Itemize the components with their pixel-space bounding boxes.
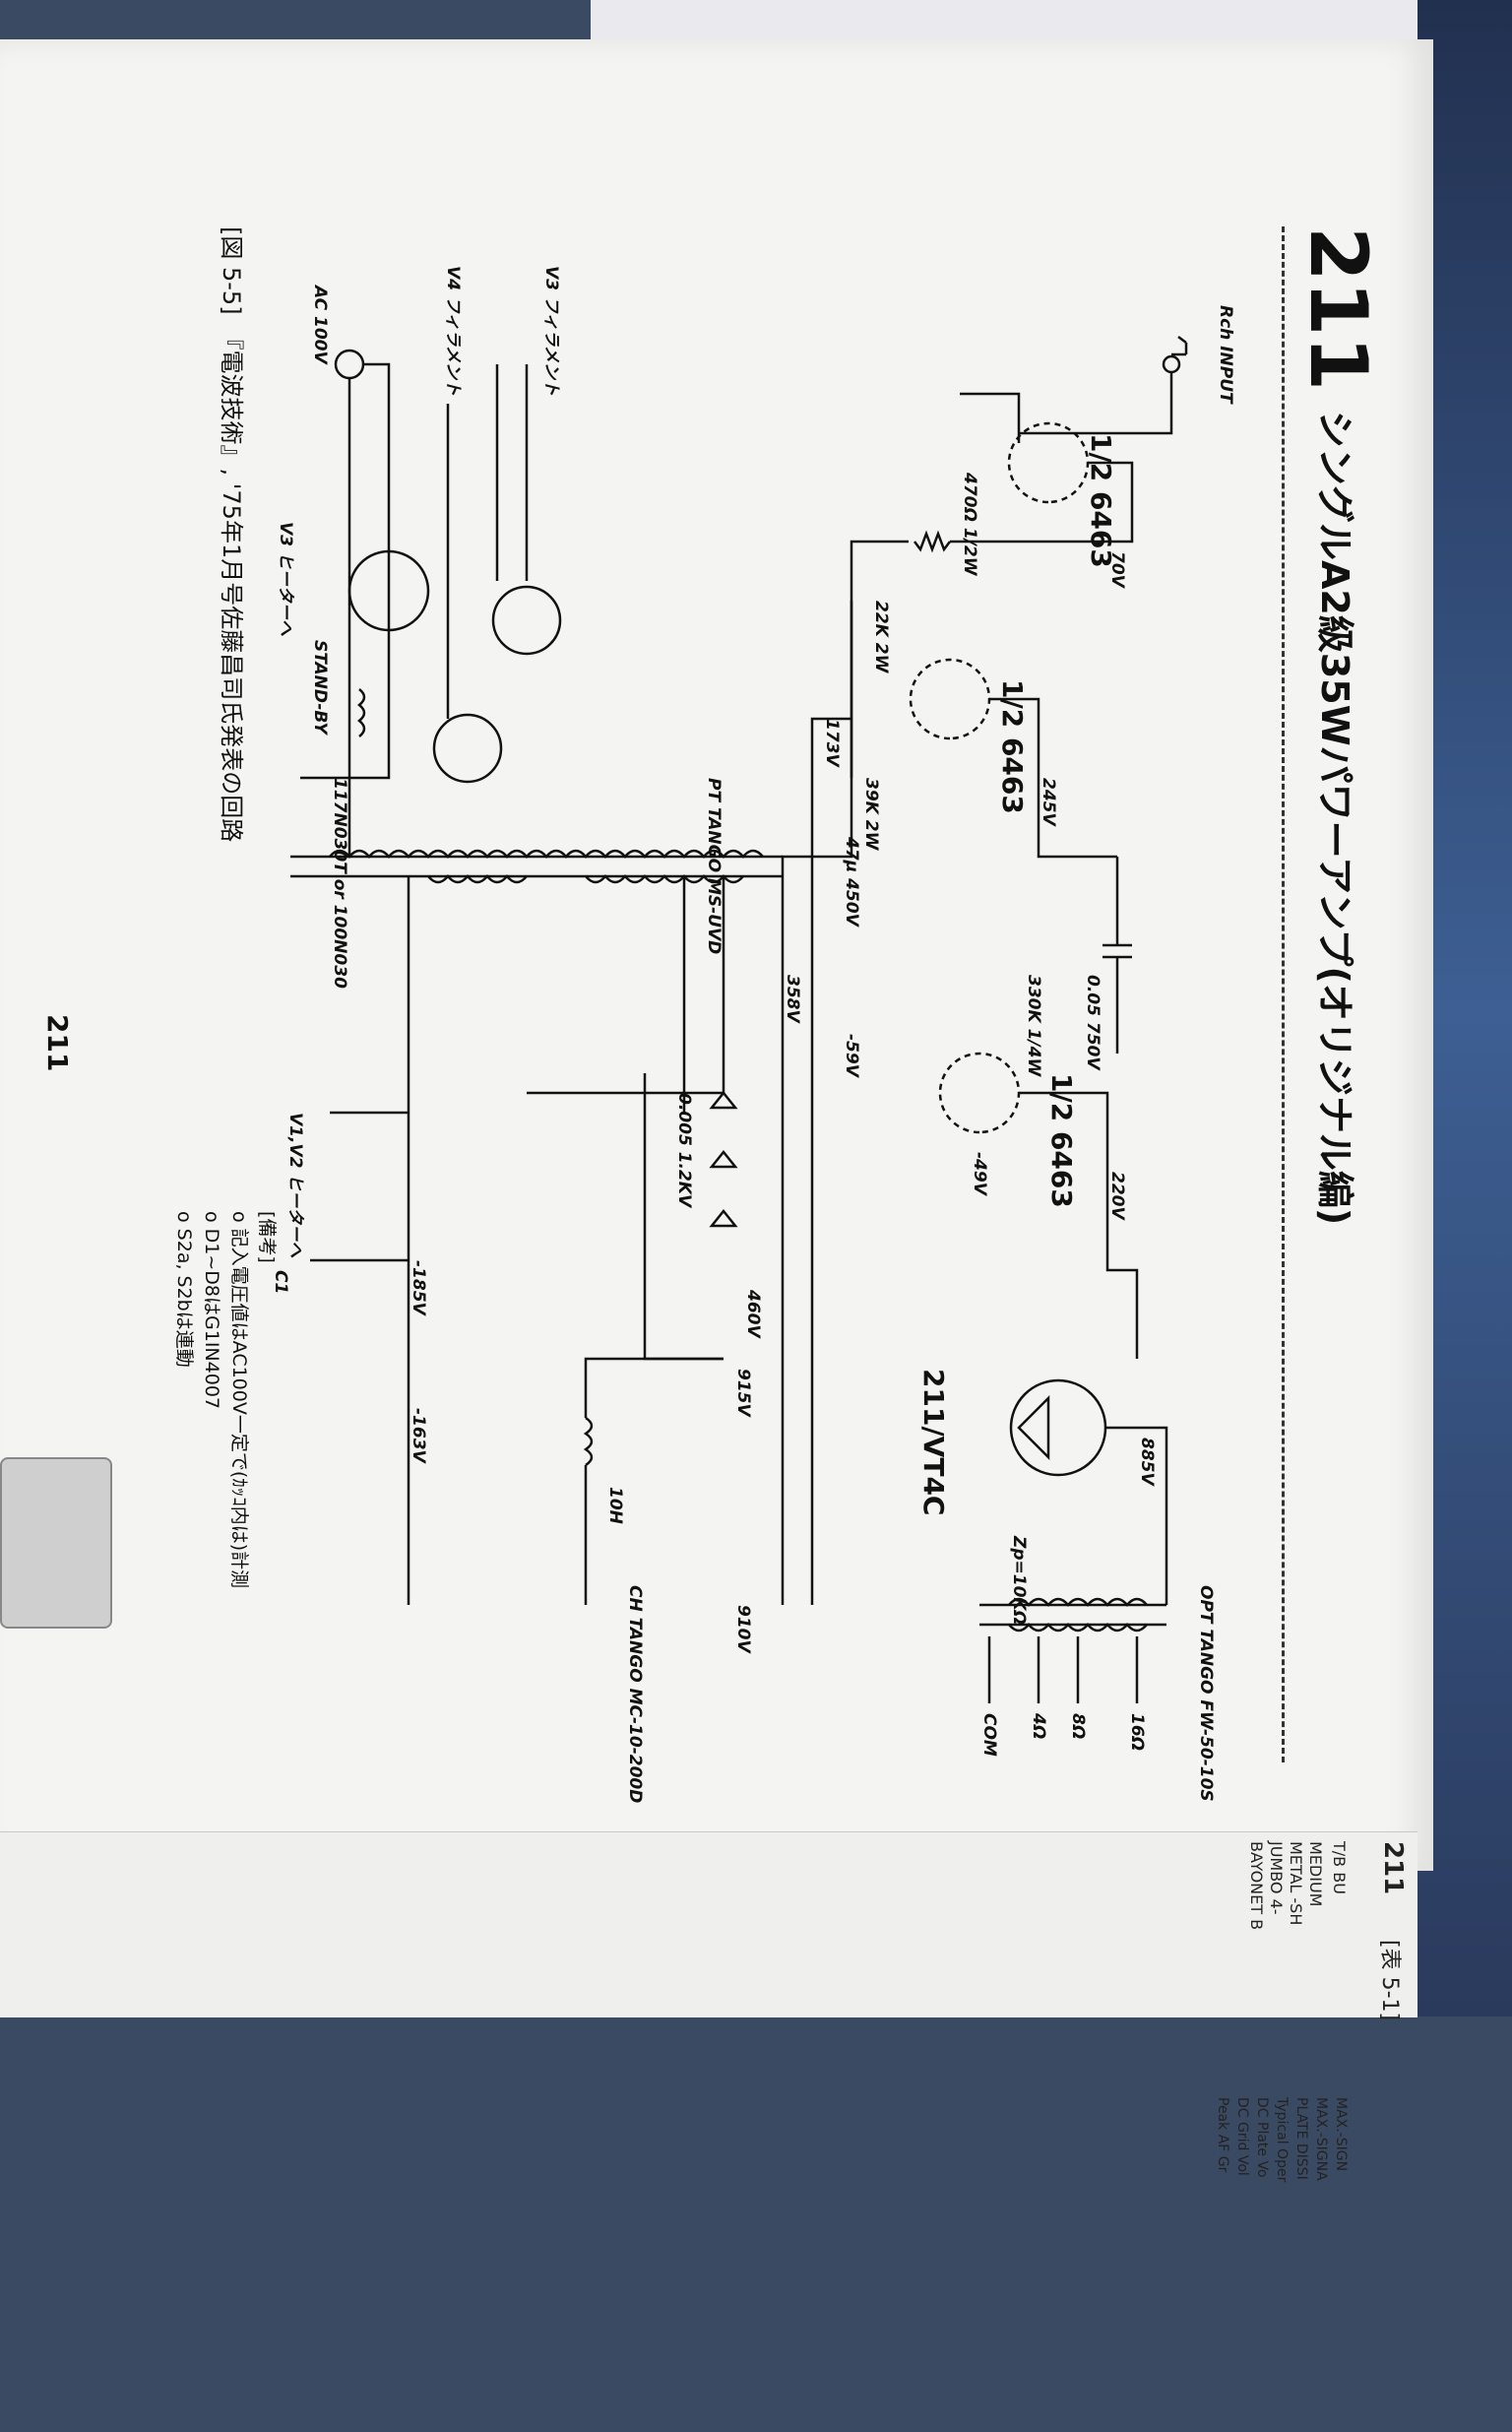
notes-line: o 記入電圧値はAC100V一定で(ｶｯｺ内は)計測: [228, 1211, 250, 1589]
opt-label: OPT TANGO FW-50-10S: [1196, 1585, 1216, 1802]
next-page-line: Peak AF Gr: [1215, 2097, 1230, 2173]
voltage-label: -185V: [409, 1260, 428, 1315]
component-label: 47μ 450V: [842, 837, 861, 927]
component-label: 22K 2W: [871, 601, 891, 673]
voltage-label: 915V: [733, 1369, 753, 1417]
voltage-label: 358V: [783, 975, 802, 1023]
opt-tap: COM: [979, 1713, 999, 1757]
next-page-line: MEDIUM: [1306, 1841, 1325, 1907]
next-page-line: DC Plate Vo: [1254, 2097, 1270, 2178]
title-number: 211: [1292, 226, 1385, 391]
voltage-label: -59V: [842, 1034, 861, 1077]
voltage-label: 460V: [743, 1290, 763, 1338]
next-page-content: 211 [表 5-1] T/B BU MEDIUM METAL -SH JUMB…: [1152, 1841, 1408, 2432]
next-page-line: METAL -SH: [1287, 1841, 1305, 1926]
next-page-line: DC Grid Vol: [1234, 2097, 1250, 2176]
voltage-label: -49V: [970, 1152, 989, 1195]
component-label: 470Ω 1/2W: [960, 473, 979, 576]
component-label: 330K 1/4W: [1024, 975, 1043, 1077]
opt-tap: 4Ω: [1029, 1713, 1048, 1740]
next-page-line: T/B BU: [1330, 1841, 1349, 1894]
book-page: [0, 39, 1433, 1871]
component-label: 39K 2W: [861, 778, 881, 851]
tube-label-v3: 1/2 6463: [1045, 1073, 1078, 1208]
notes-line: o D1~D8はG1IN4007: [201, 1211, 222, 1410]
pt-label: PT TANGO MS-UVD: [704, 778, 724, 955]
rotated-page-content: 211 シングルA2級35Wパワーアンプ(オリジナル編): [5, 226, 1385, 2156]
title-rule: [1282, 226, 1285, 1762]
component-label: 0.05 750V: [1083, 975, 1102, 1070]
choke-label: CH TANGO MC-10-200D: [625, 1585, 645, 1804]
opt-tap: 16Ω: [1127, 1713, 1147, 1752]
schematic-wiring: [290, 336, 1188, 1703]
voltage-label: 245V: [1039, 778, 1058, 826]
component-label: 10H: [605, 1487, 625, 1524]
notes-line: o S2a, S2bは連動: [173, 1211, 195, 1368]
input-label: Rch INPUT: [1216, 305, 1235, 404]
voltage-label: 70V: [1107, 551, 1127, 588]
figure-caption: [図 5-5] 『電波技術』, '75年1月号佐藤昌司氏発表の回路: [218, 226, 245, 843]
next-page-line: BAYONET B: [1247, 1841, 1266, 1931]
standby-label: 117N030T or 100N030: [330, 778, 349, 989]
voltage-label: 885V: [1137, 1438, 1157, 1486]
next-page-header: 211: [1378, 1841, 1408, 1895]
tube-label-v4: 211/VT4C: [917, 1369, 950, 1516]
filament-label: V4 フィラメント: [443, 266, 463, 397]
title-heading: シングルA2級35Wパワーアンプ(オリジナル編): [1313, 411, 1357, 1226]
page-title: 211 シングルA2級35Wパワーアンプ(オリジナル編): [1292, 226, 1385, 1226]
notes-title: [備考]: [256, 1211, 278, 1263]
next-page-line: MAX.-SIGN: [1333, 2097, 1349, 2172]
next-page-line: Typical Oper: [1274, 2097, 1290, 2183]
voltage-label: -163V: [409, 1408, 428, 1463]
next-page-line: JUMBO 4-: [1267, 1841, 1286, 1915]
v3-heater-label: V1,V2 ヒーターへ: [285, 1113, 305, 1258]
voltage-label: 173V: [822, 719, 842, 767]
next-page-line: PLATE DISSI: [1293, 2097, 1309, 2180]
voltage-label: 220V: [1107, 1172, 1127, 1220]
book-edge-top: [591, 0, 1512, 39]
opt-tap: 8Ω: [1068, 1713, 1088, 1740]
tube-label-v2: 1/2 6463: [996, 679, 1029, 814]
notes-block: [備考] o 記入電圧値はAC100V一定で(ｶｯｺ内は)計測 o D1~D8は…: [170, 1211, 281, 1588]
ac-label: AC 100V: [310, 286, 330, 364]
next-page: [0, 1831, 1418, 2017]
next-page-table-label: [表 5-1]: [1377, 1940, 1402, 2021]
tube-label-v1: 1/2 6463: [1085, 433, 1117, 568]
tube-photo: [0, 1457, 112, 1629]
voltage-label: 910V: [733, 1605, 753, 1653]
relay-label: STAND-BY: [310, 640, 330, 735]
thermal-relay-label: V3 ヒーターへ: [276, 522, 295, 636]
zp-label: Zp=10KΩ: [1009, 1536, 1029, 1626]
component-label: 0.005 1.2KV: [674, 1093, 694, 1208]
filament-label: V3 フィラメント: [541, 266, 561, 397]
next-page-line: MAX.-SIGNA: [1313, 2097, 1329, 2181]
circuit-schematic: Rch INPUT 1/2 6463 1/2 6463 1/2 6463 211…: [271, 226, 1275, 1803]
page-number: 211: [41, 1014, 74, 1072]
fabric-background: [1418, 0, 1512, 2016]
